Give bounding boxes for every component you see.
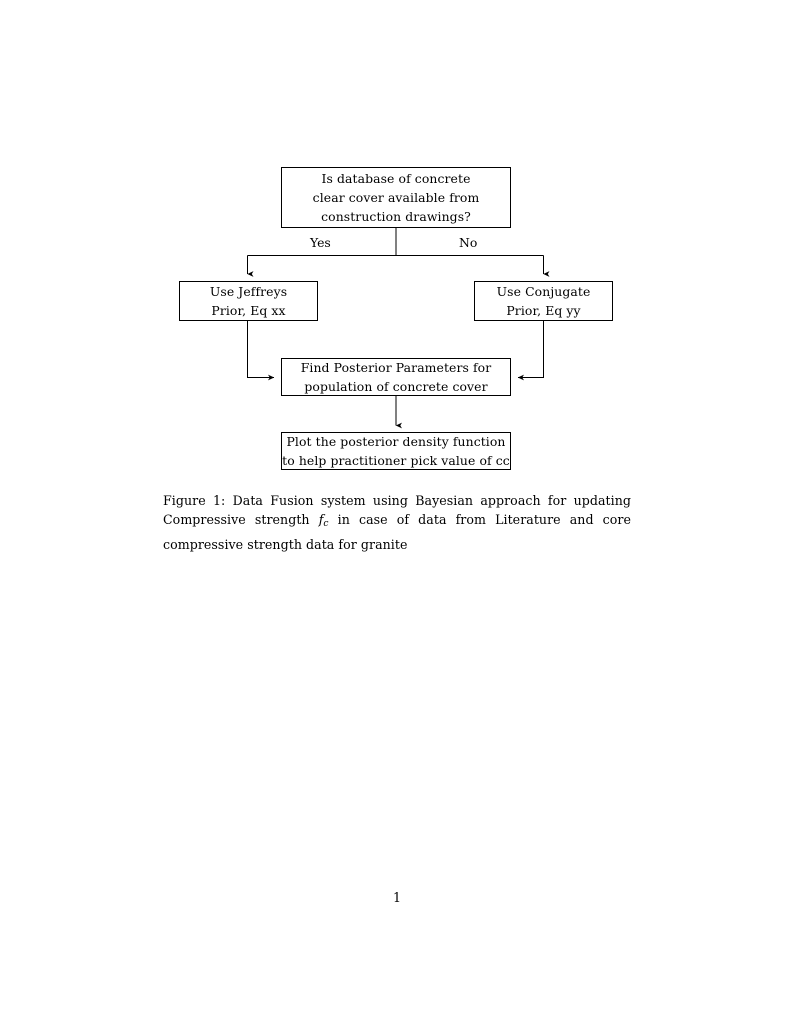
flow-node-jeffreys-line-1: Use Jeffreys bbox=[209, 284, 288, 299]
flow-node-question: Is database of concrete clear cover avai… bbox=[281, 167, 511, 228]
flow-node-conjugate-line-1: Use Conjugate bbox=[496, 284, 591, 299]
edge-jeffreys-to-posterior bbox=[247, 321, 275, 381]
flow-node-posterior-parameters: Find Posterior Parameters for population… bbox=[281, 358, 511, 396]
flow-node-conjugate-line-2: Prior, Eq yy bbox=[506, 303, 581, 318]
flow-node-conjugate-prior: Use Conjugate Prior, Eq yy bbox=[474, 281, 613, 321]
edge-label-no: No bbox=[456, 236, 481, 250]
flow-node-question-line-2: clear cover available from bbox=[312, 190, 480, 205]
figure-caption: Figure 1: Data Fusion system using Bayes… bbox=[163, 491, 631, 554]
figure-caption-text-after: in case of data from Literature and core… bbox=[163, 512, 631, 552]
flow-node-question-line-3: construction drawings? bbox=[321, 209, 471, 224]
flow-node-posterior-line-1: Find Posterior Parameters for bbox=[300, 360, 492, 375]
flow-node-posterior-line-2: population of concrete cover bbox=[304, 379, 488, 394]
math-subscript-c: c bbox=[323, 519, 329, 530]
flow-node-jeffreys-prior: Use Jeffreys Prior, Eq xx bbox=[179, 281, 318, 321]
flow-node-plot-line-2: to help practitioner pick value of cc bbox=[282, 453, 510, 468]
math-base-f: f bbox=[318, 512, 324, 528]
flowchart-figure: Is database of concrete clear cover avai… bbox=[0, 0, 794, 500]
figure-caption-math-fc: fc bbox=[318, 512, 329, 530]
flow-node-jeffreys-line-2: Prior, Eq xx bbox=[211, 303, 286, 318]
flow-node-plot-line-1: Plot the posterior density function bbox=[286, 434, 506, 449]
flow-node-question-line-1: Is database of concrete bbox=[321, 171, 471, 186]
page-number: 1 bbox=[392, 890, 401, 905]
flow-node-plot-density: Plot the posterior density function to h… bbox=[281, 432, 511, 470]
edge-conjugate-to-posterior bbox=[517, 321, 544, 381]
edge-label-yes: Yes bbox=[307, 236, 334, 250]
flowchart-connectors bbox=[247, 228, 550, 429]
figure-caption-text-before: Data Fusion system using Bayesian approa… bbox=[163, 493, 631, 528]
figure-caption-label: Figure 1: bbox=[163, 493, 226, 508]
